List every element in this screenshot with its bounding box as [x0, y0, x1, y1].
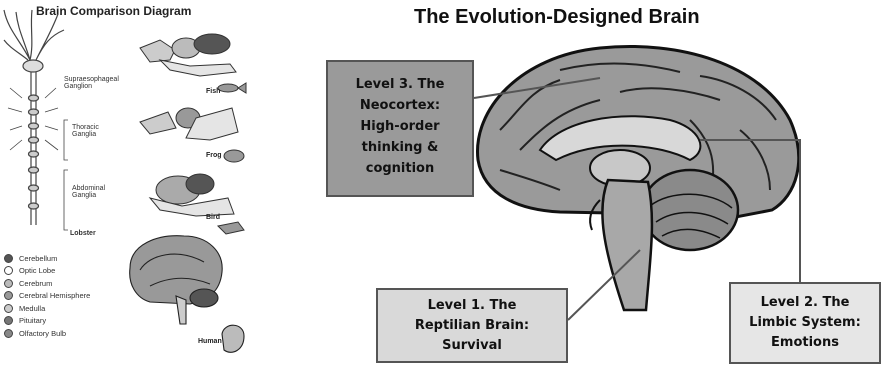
level3-line: Level 3. The	[355, 77, 445, 92]
lobster-label: Lobster	[70, 230, 96, 237]
level3-line: cognition	[365, 161, 435, 176]
olfactory-bulb-swatch	[4, 328, 13, 338]
level1-reptilian-box: Level 1. The Reptilian Brain: Survival	[376, 288, 568, 363]
brain-region-legend: Cerebellum Optic Lobe Cerebrum Cerebral …	[4, 252, 90, 340]
level1-connector	[567, 249, 641, 321]
main-title: The Evolution-Designed Brain	[414, 6, 700, 28]
level2-line: Emotions	[771, 335, 839, 350]
frog-brain	[139, 107, 245, 163]
level1-line: Level 1. The	[427, 298, 517, 313]
level2-line: Level 2. The	[760, 295, 850, 310]
level3-line: High-order	[360, 119, 440, 134]
level3-connector	[473, 77, 601, 99]
level2-connector	[700, 139, 801, 282]
corpus-callosum	[538, 115, 702, 162]
legend-item: Cerebrum	[4, 277, 90, 290]
level2-limbic-box: Level 2. The Limbic System: Emotions	[729, 282, 881, 364]
human-label: Human	[198, 338, 222, 345]
human-brain	[129, 235, 245, 353]
pituitary-stalk	[589, 199, 601, 231]
cerebrum-swatch	[4, 278, 13, 288]
legend-item: Pituitary	[4, 315, 90, 328]
level1-line: Survival	[442, 338, 502, 353]
level3-line: thinking &	[361, 140, 439, 155]
level3-neocortex-box: Level 3. The Neocortex: High-order think…	[326, 60, 474, 197]
brain-comparison-panel: Brain Comparison Diagram	[0, 0, 262, 367]
legend-item: Cerebellum	[4, 252, 90, 265]
lobster-nervous-system	[3, 9, 68, 231]
legend-item: Olfactory Bulb	[4, 327, 90, 340]
legend-item: Cerebral Hemisphere	[4, 290, 90, 303]
level3-line: Neocortex:	[359, 98, 441, 113]
fish-label: Fish	[206, 88, 221, 95]
cortex-folds	[499, 62, 777, 191]
comparison-illustrations	[3, 9, 247, 353]
callout-connectors	[473, 77, 801, 321]
bird-brain	[148, 173, 245, 235]
level1-line: Reptilian Brain:	[414, 318, 530, 333]
optic-lobe-swatch	[4, 266, 13, 276]
brainstem	[601, 178, 654, 312]
cerebellum-swatch	[4, 253, 13, 263]
comparison-title: Brain Comparison Diagram	[36, 4, 192, 18]
bird-label: Bird	[206, 214, 220, 221]
level2-line: Limbic System:	[749, 315, 861, 330]
cerebellum	[640, 168, 740, 252]
cerebral-hemisphere-swatch	[4, 291, 13, 301]
legend-item: Optic Lobe	[4, 265, 90, 278]
medulla-swatch	[4, 303, 13, 313]
frog-label: Frog	[206, 152, 222, 159]
legend-item: Medulla	[4, 302, 90, 315]
pituitary-swatch	[4, 316, 13, 326]
fish-brain	[139, 33, 247, 94]
